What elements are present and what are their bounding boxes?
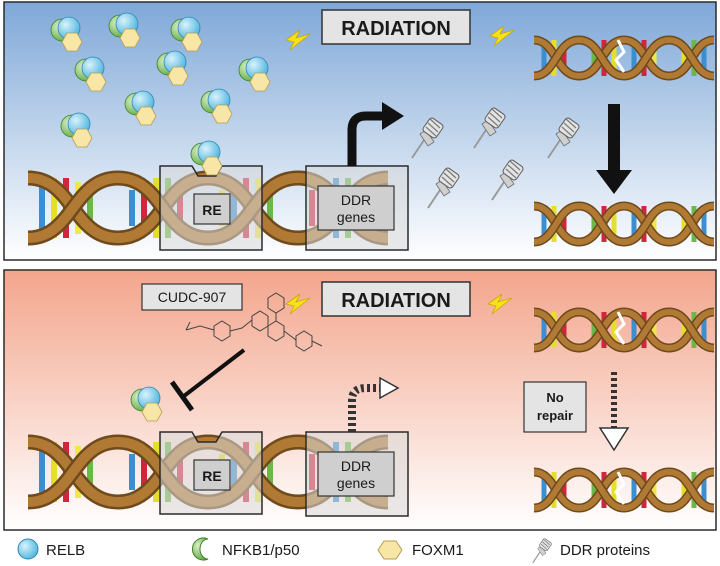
legend-label-ddr-proteins: DDR proteins (560, 542, 650, 559)
no-repair-arrow-head (598, 427, 630, 452)
radiation-label-box (321, 9, 471, 45)
dna-break-mark (614, 471, 626, 505)
ddr-genes-label-line1: DDR (341, 458, 371, 474)
inhibition-line (182, 348, 246, 398)
response-element: RE (159, 165, 263, 251)
radiation-label-box (321, 281, 471, 317)
dna-break-mark (614, 311, 626, 345)
no-repair-box (523, 381, 587, 433)
ddr-genes-region: DDR genes (305, 431, 409, 517)
ddr-genes-label-line1: DDR (341, 192, 371, 208)
relb-circle-icon (17, 538, 39, 560)
response-element: RE (159, 431, 263, 515)
repair-arrow (608, 104, 620, 172)
legend-label-foxm1: FOXM1 (412, 542, 464, 559)
ddr-genes-label-line2: genes (337, 209, 375, 225)
ddr-protein-pushpin-icon (532, 537, 553, 564)
inhibition-bar (169, 380, 195, 412)
no-repair-label-line1: No (546, 390, 563, 405)
repair-arrow-head (596, 170, 632, 194)
expression-arrow (347, 111, 384, 166)
re-label: RE (202, 468, 221, 484)
dna-break-mark (614, 39, 626, 73)
blocked-expression-arrow (348, 384, 380, 432)
nfkb1-crescent-icon (191, 537, 209, 561)
re-label: RE (202, 202, 221, 218)
foxm1-hexagon-icon (377, 540, 403, 560)
no-repair-label-line2: repair (537, 408, 573, 423)
bottom-panel: CUDC-907 RADIATION RE (3, 269, 716, 531)
radiation-label: RADIATION (341, 18, 451, 40)
legend-label-relb: RELB (46, 542, 85, 559)
ddr-genes-label-line2: genes (337, 475, 375, 491)
drug-label-box (141, 283, 243, 311)
legend: RELB NFKB1/p50 FOXM1 DDR proteins (17, 537, 650, 564)
expression-arrow-head (382, 102, 404, 130)
radiation-label: RADIATION (341, 290, 451, 312)
top-panel: RADIATION RE DDR genes (3, 1, 716, 261)
ddr-genes-region: DDR genes (305, 165, 409, 251)
legend-label-nfkb1: NFKB1/p50 (222, 542, 300, 559)
blocked-expression-arrow-head (379, 376, 400, 400)
drug-label: CUDC-907 (158, 289, 227, 305)
drug-molecule-structure (185, 292, 323, 352)
